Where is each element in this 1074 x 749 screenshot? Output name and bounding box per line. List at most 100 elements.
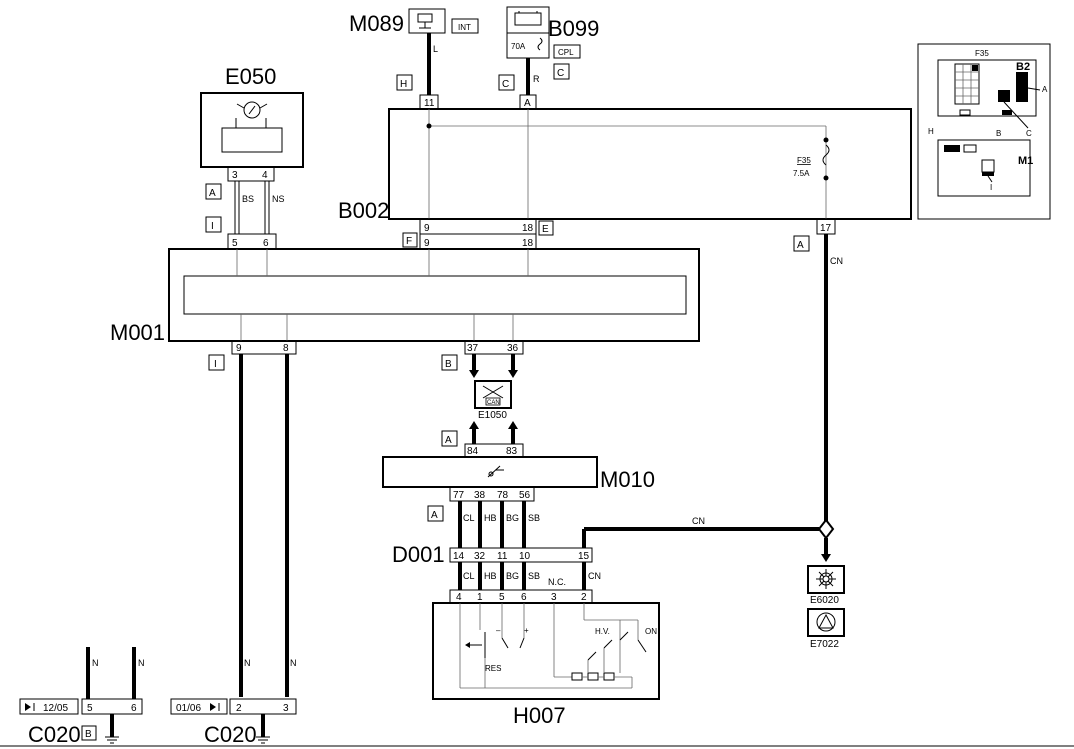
m001-c020-wires: N N — [239, 354, 297, 697]
wire-label-n-2: N — [290, 658, 297, 668]
b099-box — [506, 6, 550, 34]
ground-icon — [105, 714, 119, 744]
cn-wire-network: CN A CN — [582, 234, 843, 562]
c020-right-group: 2 3 01/06 C020 — [170, 698, 297, 747]
c020l-tag-b: B — [85, 729, 92, 740]
m089-int-tag: INT — [458, 23, 471, 32]
m010-pin-78: 78 — [497, 490, 509, 501]
m010-label: M010 — [600, 467, 655, 492]
h007-res-label: RES — [485, 664, 501, 673]
c020l-pin-6: 6 — [131, 703, 137, 714]
date-arrow-icon — [210, 703, 216, 711]
connector-h: H — [400, 79, 407, 90]
can-network-icon — [482, 385, 504, 406]
wire-label-hb-bottom: HB — [484, 571, 497, 581]
h007-on-label: ON — [645, 627, 657, 636]
e6020-label: E6020 — [810, 595, 839, 606]
fuse-icon — [537, 37, 543, 51]
d001-pin-14: 14 — [453, 551, 465, 562]
connector-i-m001: I — [214, 359, 217, 370]
can-bus-wires-lower: A — [441, 421, 518, 447]
m001-pin-9-top: 9 — [424, 238, 430, 249]
d001-label: D001 — [392, 542, 445, 567]
e6020-box — [807, 565, 845, 594]
wire-label-cn-h007: CN — [588, 571, 601, 581]
h007-box — [432, 602, 660, 700]
fuse-grid — [954, 63, 980, 105]
e050-pin-3: 3 — [232, 170, 238, 181]
m010-group: 84 83 M010 77 38 78 56 A — [382, 443, 655, 522]
h007-group: 4 1 5 6 3 2 RES – + — [432, 589, 660, 728]
wire-label-bs: BS — [242, 194, 254, 204]
wire-label-hb-top: HB — [484, 513, 497, 523]
h007-pin-2: 2 — [581, 592, 587, 603]
m001-pin-6: 6 — [263, 238, 269, 249]
m001-label: M001 — [110, 320, 165, 345]
inset-c-label: C — [1026, 129, 1032, 138]
e050-label: E050 — [225, 64, 276, 89]
wire-label-cn-main: CN — [830, 256, 843, 266]
c020-left-label: C020 — [28, 722, 81, 747]
d001-connector — [449, 547, 593, 563]
b002-group: 11 A F35 7.5A B002 9 18 E 17 — [338, 94, 912, 236]
c020l-pin-5: 5 — [87, 703, 93, 714]
b002-label: B002 — [338, 198, 389, 223]
wire-label-n-4: N — [138, 658, 145, 668]
b002-pin-17: 17 — [820, 223, 832, 234]
m001-box — [168, 248, 700, 342]
m010-d001-wires: CL HB BG SB — [458, 501, 540, 548]
m001-pin-18: 18 — [522, 238, 534, 249]
inset-b2-block — [1016, 72, 1028, 102]
wire-label-bg-bottom: BG — [506, 571, 519, 581]
h007-pin-5: 5 — [499, 592, 505, 603]
d001-pin-15: 15 — [578, 551, 590, 562]
m001-pin-5: 5 — [232, 238, 238, 249]
wire-label-cn-branch: CN — [692, 516, 705, 526]
wire-label-n-3: N — [92, 658, 99, 668]
m089-label: M089 — [349, 11, 404, 36]
m001-pin-8: 8 — [283, 343, 289, 354]
b002-pin-11: 11 — [424, 98, 435, 109]
warning-triangle-icon — [816, 612, 836, 632]
connector-e: E — [542, 224, 549, 235]
injector-icon — [487, 465, 504, 478]
ground-icon — [256, 714, 270, 744]
speedometer-icon — [243, 101, 261, 119]
m001-pin-36: 36 — [507, 343, 519, 354]
fuse-box-inset: F35 B2 A C B H M1 I — [917, 43, 1051, 220]
m001-group: 5 6 9 18 F M001 9 8 37 36 I B — [110, 232, 700, 371]
wire-label-sb-top: SB — [528, 513, 540, 523]
switch-res-icon — [465, 632, 486, 688]
b099-cpl-tag: CPL — [558, 48, 574, 57]
c020l-date: 12/05 — [43, 703, 68, 714]
b002-pin-a: A — [524, 98, 531, 109]
h007-plus-label: + — [524, 626, 529, 635]
connector-b: B — [445, 359, 452, 370]
h007-label: H007 — [513, 703, 566, 728]
d001-pin-11: 11 — [497, 551, 508, 562]
inset-h-label: H — [928, 127, 934, 136]
connector-c-left: C — [502, 79, 509, 90]
inset-b-label: B — [996, 129, 1001, 138]
d001-h007-wires: CL HB BG SB N.C. CN — [458, 562, 601, 590]
c020-left-group: N N 5 6 12/05 C020 B — [19, 647, 145, 747]
e1050-box — [474, 380, 512, 409]
wire-label-sb-bottom: SB — [528, 571, 540, 581]
connector-a-d001: A — [431, 510, 438, 521]
wire-label-ns: NS — [272, 194, 285, 204]
b002-fuse-name: F35 — [797, 156, 811, 165]
e050-group: E050 3 4 BS NS A I — [200, 64, 304, 234]
h007-minus-label: – — [496, 626, 501, 635]
wire-label-l: L — [433, 44, 438, 54]
inset-a-label: A — [1042, 85, 1048, 94]
e7022-box — [807, 608, 845, 637]
wire-label-cl-top: CL — [463, 513, 475, 523]
b002-pin-9: 9 — [424, 223, 430, 234]
c020r-pin-2: 2 — [236, 703, 242, 714]
b099-fuse: 70A — [511, 42, 526, 51]
m010-pin-83: 83 — [506, 446, 518, 457]
wire-label-r: R — [533, 74, 540, 84]
inset-i-label: I — [990, 183, 992, 192]
c020-right-label: C020 — [204, 722, 257, 747]
m010-pin-38: 38 — [474, 490, 486, 501]
